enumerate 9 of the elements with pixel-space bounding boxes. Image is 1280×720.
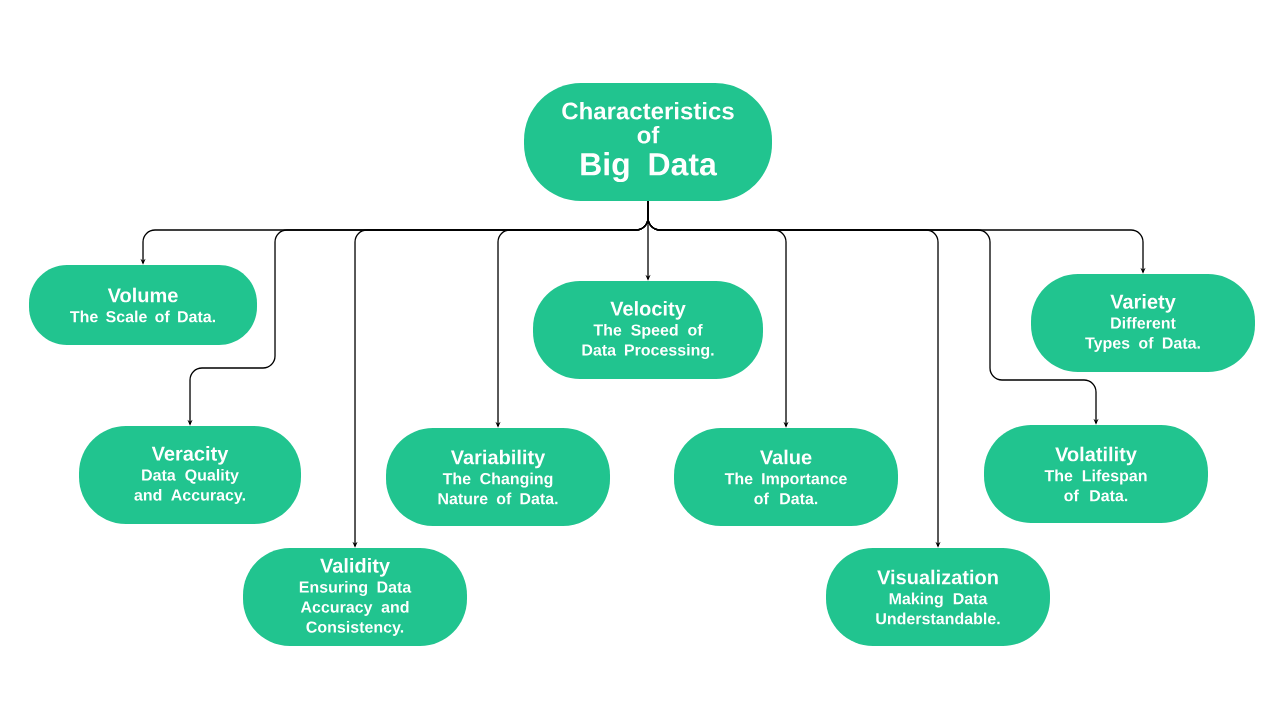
pill-box: Value The Importance of Data.	[674, 428, 898, 526]
pill-box: Variability The Changing Nature of Data.	[386, 428, 610, 526]
pill-box: Volatility The Lifespan of Data.	[984, 425, 1208, 523]
pill-box: Visualization Making Data Understandable.	[826, 548, 1050, 646]
pill-box: Velocity The Speed of Data Processing.	[533, 281, 763, 379]
pill-box: Variety Different Types of Data.	[1031, 274, 1255, 372]
pill-box: Validity Ensuring Data Accuracy and Consistency.	[243, 548, 467, 646]
pill-box: Veracity Data Quality and Accuracy.	[79, 426, 301, 524]
pill-box: Volume The Scale of Data.	[29, 265, 257, 345]
